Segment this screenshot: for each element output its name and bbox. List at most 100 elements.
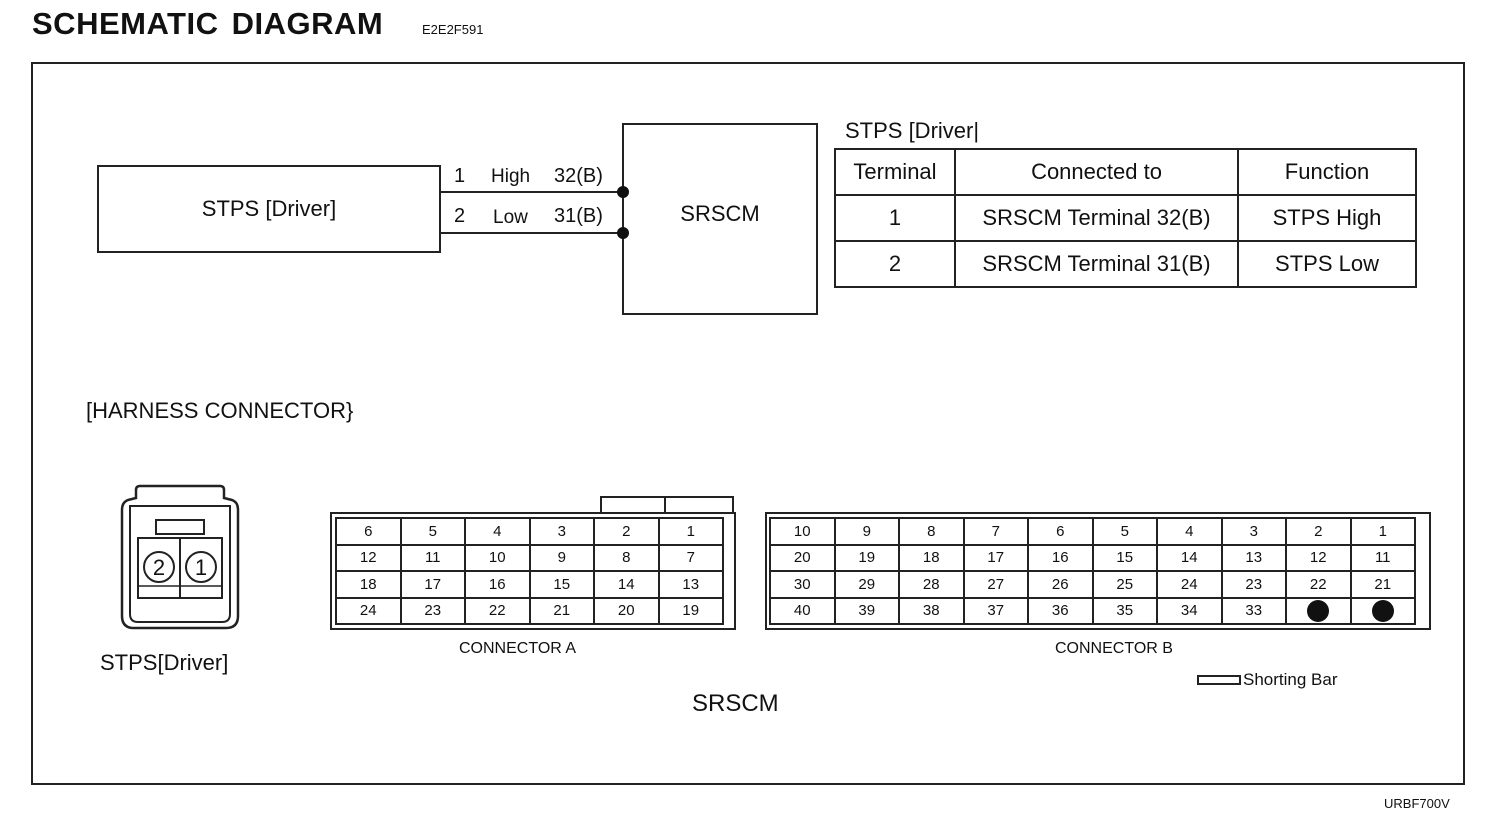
wire-pin-1: 1 (454, 165, 466, 187)
connector-a-pin-cell: 19 (657, 596, 724, 625)
stps-connector-drawing: 2 1 (120, 484, 240, 630)
connector-a-pin-cell: 20 (593, 596, 660, 625)
connected-to-cell: SRSCM Terminal 31(B) (954, 240, 1239, 288)
wire-low (441, 232, 622, 234)
stps-pin-1-circle (185, 551, 217, 583)
connector-a-pin-cell: 1 (657, 517, 724, 546)
connector-a-pin-cell: 7 (657, 543, 724, 572)
connector-a-pin-cell: 9 (528, 543, 595, 572)
connector-b-pin-cell-filled (1349, 596, 1416, 625)
connector-a-pin-cell: 23 (399, 596, 466, 625)
connector-a-pin-cell: 14 (593, 570, 660, 599)
terminal-table: Terminal Connected to Function 1 SRSCM T… (834, 148, 1417, 288)
harness-connector-title: [HARNESS CONNECTOR} (86, 398, 354, 423)
connector-b-pin-cell: 8 (898, 517, 965, 546)
connector-b-pin-cell: 34 (1156, 596, 1223, 625)
pin-filled-dot (1371, 599, 1394, 622)
junction-dot-high (617, 186, 629, 198)
junction-dot-low (617, 227, 629, 239)
connector-a-pin-cell: 12 (335, 543, 402, 572)
header-terminal: Terminal (834, 148, 956, 196)
connector-b-pin-cell-filled (1285, 596, 1352, 625)
connector-b-pin-cell: 21 (1349, 570, 1416, 599)
connector-a-latch (600, 496, 734, 514)
connector-b-pin-cell: 39 (833, 596, 900, 625)
wire-terminal-31b: 31(B) (554, 205, 603, 227)
wire-signal-low: Low (493, 207, 528, 228)
header-connected-to: Connected to (954, 148, 1239, 196)
diagram-frame (31, 62, 1465, 785)
wire-terminal-32b: 32(B) (554, 165, 603, 187)
connector-b-pin-cell: 14 (1156, 543, 1223, 572)
connector-a-pin-cell: 21 (528, 596, 595, 625)
connector-b-pin-cell: 36 (1027, 596, 1094, 625)
connector-a-pin-cell: 16 (464, 570, 531, 599)
terminal-cell: 2 (834, 240, 956, 288)
terminal-table-title: STPS [Driver| (845, 118, 980, 143)
connector-b-pin-cell: 33 (1220, 596, 1287, 625)
connector-b-pin-cell: 29 (833, 570, 900, 599)
connected-to-cell: SRSCM Terminal 32(B) (954, 194, 1239, 242)
table-row: 1 SRSCM Terminal 32(B) STPS High (834, 194, 1417, 242)
connector-b-pin-cell: 4 (1156, 517, 1223, 546)
connector-b-pin-cell: 1 (1349, 517, 1416, 546)
connector-b-pin-cell: 38 (898, 596, 965, 625)
shorting-bar-label: Shorting Bar (1243, 670, 1338, 689)
wire-high (441, 191, 622, 193)
connector-a-pin-cell: 24 (335, 596, 402, 625)
connector-b-pin-cell: 30 (769, 570, 836, 599)
connector-b-housing (765, 512, 1431, 630)
connector-b-pin-cell: 9 (833, 517, 900, 546)
connector-b-pin-cell: 13 (1220, 543, 1287, 572)
connector-a-pin-cell: 11 (399, 543, 466, 572)
connector-b-pin-cell: 3 (1220, 517, 1287, 546)
stps-pin-2-label: 2 (153, 555, 165, 580)
connector-b-pin-cell: 12 (1285, 543, 1352, 572)
connector-a-housing (330, 512, 736, 630)
function-cell: STPS High (1237, 194, 1417, 242)
wire-pin-2: 2 (454, 205, 466, 227)
connector-b-pin-cell: 28 (898, 570, 965, 599)
connector-b-pin-cell: 35 (1091, 596, 1158, 625)
connector-b-pin-cell: 25 (1091, 570, 1158, 599)
srscm-box: SRSCM (622, 123, 818, 315)
connector-b-pin-cell: 27 (962, 570, 1029, 599)
connector-a-pin-cell: 4 (464, 517, 531, 546)
connector-a-pin-cell: 10 (464, 543, 531, 572)
connector-b-pin-cell: 22 (1285, 570, 1352, 599)
connector-b-pin-cell: 5 (1091, 517, 1158, 546)
connector-a-pin-cell: 22 (464, 596, 531, 625)
stps-driver-box: STPS [Driver] (97, 165, 441, 253)
connector-a-pin-cell: 2 (593, 517, 660, 546)
header-function: Function (1237, 148, 1417, 196)
connector-b-pin-cell: 37 (962, 596, 1029, 625)
table-row: 2 SRSCM Terminal 31(B) STPS Low (834, 240, 1417, 288)
connector-a-pin-cell: 3 (528, 517, 595, 546)
srscm-box-label: SRSCM (680, 201, 760, 226)
connector-b-pin-cell: 6 (1027, 517, 1094, 546)
connector-b-pin-cell: 26 (1027, 570, 1094, 599)
document-code: E2E2F591 (422, 22, 484, 37)
connector-a-pin-cell: 6 (335, 517, 402, 546)
page-title: SCHEMATIC DIAGRAM (32, 6, 384, 41)
connector-a-pin-cell: 5 (399, 517, 466, 546)
connector-b-pin-cell: 15 (1091, 543, 1158, 572)
connector-b-pin-cell: 19 (833, 543, 900, 572)
terminal-cell: 1 (834, 194, 956, 242)
wire-signal-high: High (491, 166, 531, 187)
connector-b-pin-cell: 17 (962, 543, 1029, 572)
figure-code: URBF700V (1384, 796, 1450, 811)
stps-pin-1-label: 1 (195, 555, 207, 580)
connector-b-pin-cell: 2 (1285, 517, 1352, 546)
connector-a-pin-cell: 17 (399, 570, 466, 599)
